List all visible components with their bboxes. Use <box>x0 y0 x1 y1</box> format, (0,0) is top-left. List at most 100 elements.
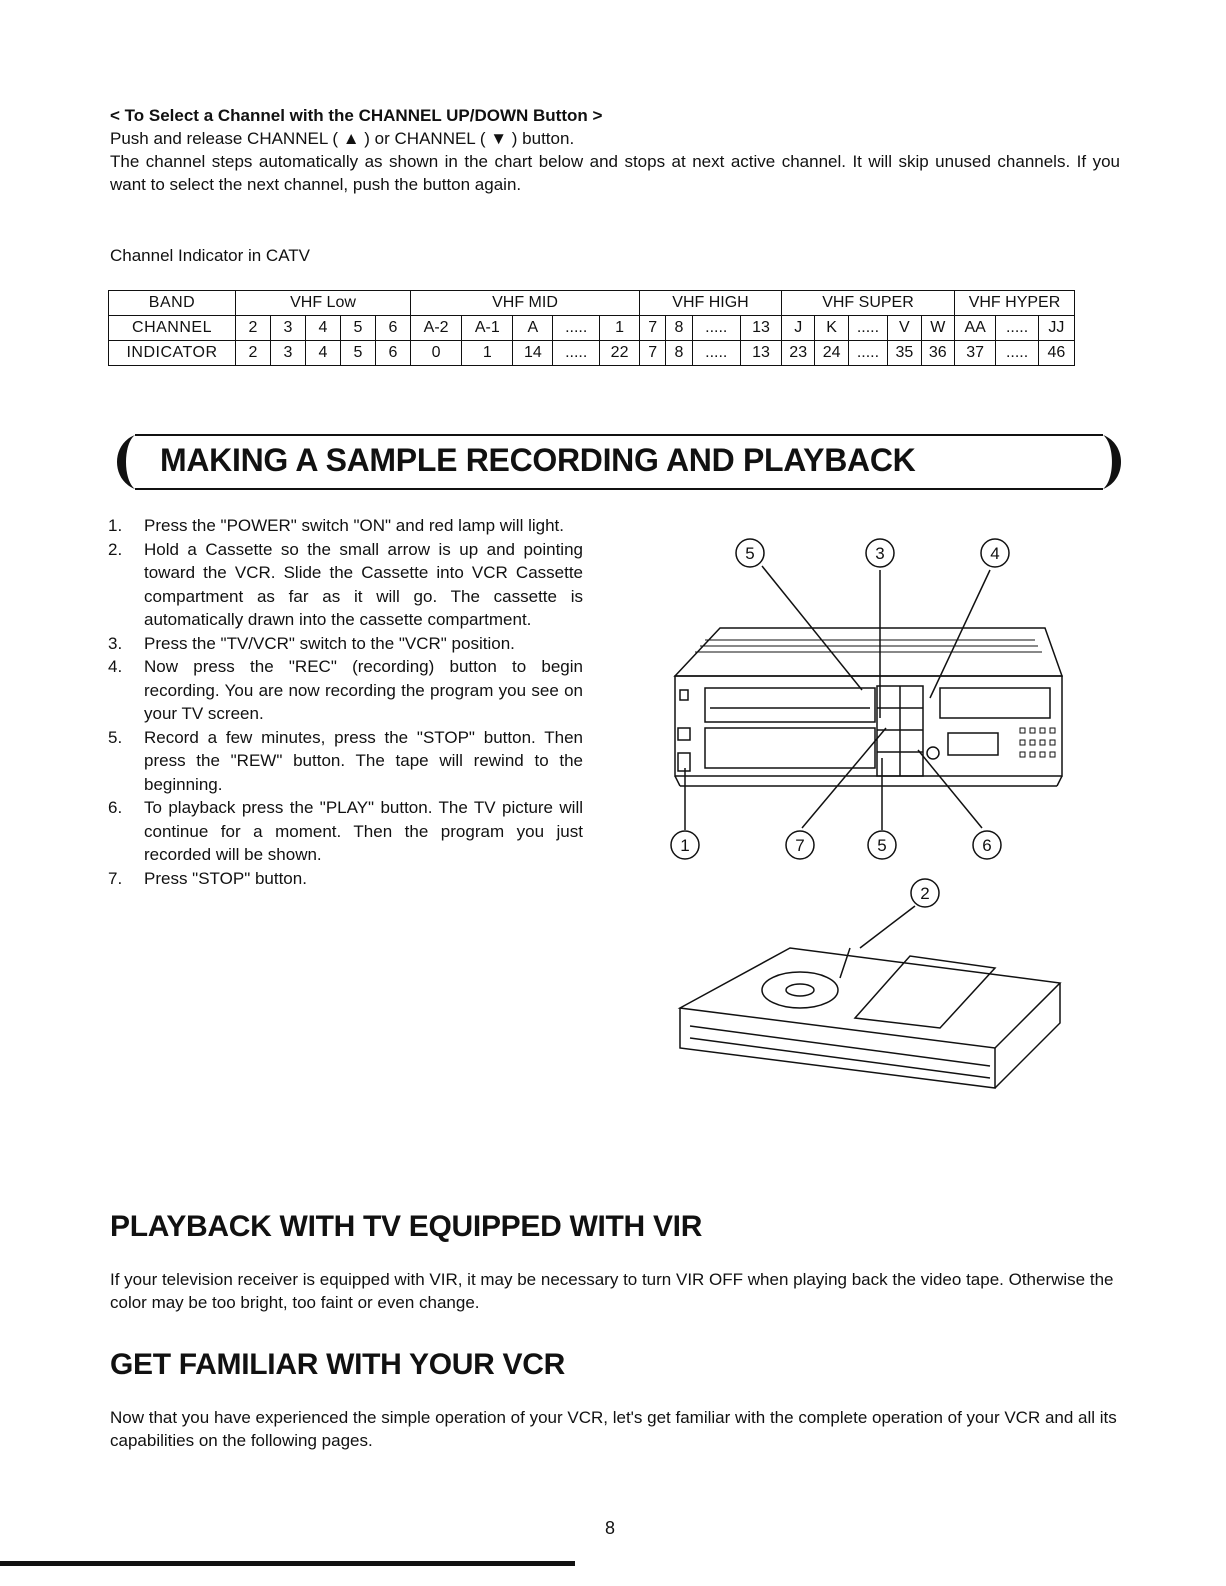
band-row: BAND VHF Low VHF MID VHF HIGH VHF SUPER … <box>108 290 1075 316</box>
table-cell: ..... <box>847 340 889 366</box>
step-text: Press "STOP" button. <box>144 868 307 888</box>
table-cell: 7 <box>638 315 667 341</box>
table-cell: 5 <box>340 340 376 366</box>
step-number: 2. <box>108 539 123 559</box>
table-cell: AA <box>953 315 997 341</box>
callout-number: 3 <box>875 544 884 563</box>
step-text: Hold a Cassette so the small arrow is up… <box>144 539 583 630</box>
table-cell: W <box>920 315 956 341</box>
channel-select-heading: < To Select a Channel with the CHANNEL U… <box>110 106 603 125</box>
step-number: 5. <box>108 727 123 747</box>
channel-select-line-2: The channel steps automatically as shown… <box>110 152 1120 194</box>
catv-channel-table: BAND VHF Low VHF MID VHF HIGH VHF SUPER … <box>108 290 1076 366</box>
vcr-illustration: 5 3 4 1 7 5 6 <box>670 538 1064 1089</box>
table-cell: 46 <box>1037 340 1076 366</box>
table-cell: 8 <box>665 315 693 341</box>
list-item: 7.Press "STOP" button. <box>108 867 583 891</box>
table-cell: 5 <box>340 315 376 341</box>
indicator-row: INDICATOR 2 3 4 5 6 0 1 14 ..... 22 7 8 … <box>108 340 1076 366</box>
callout-4: 4 <box>980 538 1010 568</box>
step-number: 1. <box>108 516 123 535</box>
table-cell: J <box>780 315 816 341</box>
list-item: 3. Press the "TV/VCR" switch to the "VCR"… <box>108 632 583 656</box>
step-text: Press the "POWER" switch "ON" and red la… <box>144 516 564 535</box>
familiar-text: Now that you have experienced the simple… <box>110 1408 1117 1450</box>
table-cell: 7 <box>638 340 667 366</box>
callout-3: 3 <box>865 538 895 568</box>
step-text: Record a few minutes, press the "STOP" b… <box>144 727 583 794</box>
table-cell: 3 <box>270 340 306 366</box>
table-cell: 13 <box>739 340 783 366</box>
table-cell: 1 <box>599 315 640 341</box>
callout-number: 1 <box>680 836 689 855</box>
channel-select-intro: < To Select a Channel with the CHANNEL U… <box>110 104 1120 196</box>
step-number: 4. <box>108 657 123 676</box>
table-cell: 1 <box>461 340 514 366</box>
callout-number: 4 <box>990 544 999 563</box>
section-title-recording: MAKING A SAMPLE RECORDING AND PLAYBACK <box>160 442 916 478</box>
step-number: 6. <box>108 798 123 817</box>
bottom-rule <box>0 1561 575 1566</box>
table-cell: ..... <box>552 340 601 366</box>
table-cell: A <box>512 315 554 341</box>
vir-text: If your television receiver is equipped … <box>110 1270 1114 1312</box>
step-number: 3. <box>108 633 123 653</box>
callout-1: 1 <box>670 830 700 860</box>
table-cell: K <box>814 315 849 341</box>
band-vhf-low: VHF Low <box>235 290 411 316</box>
table-cell: 6 <box>375 315 411 341</box>
table-cell: ..... <box>691 315 741 341</box>
table-cell: 2 <box>235 340 271 366</box>
callout-number: 2 <box>920 884 929 903</box>
table-cell: 22 <box>599 340 640 366</box>
list-item: 1. Press the "POWER" switch "ON" and red … <box>108 514 583 538</box>
table-cell: 4 <box>305 315 341 341</box>
callout-7: 7 <box>785 830 815 860</box>
callout-2: 2 <box>910 878 940 908</box>
table-cell: 35 <box>887 340 922 366</box>
callout-number: 5 <box>745 544 754 563</box>
table-cell: 3 <box>270 315 306 341</box>
band-header: BAND <box>108 290 236 316</box>
table-cell: JJ <box>1037 315 1076 341</box>
channel-row: CHANNEL 2 3 4 5 6 A-2 A-1 A ..... 1 7 8 … <box>108 315 1076 341</box>
step-text: Now press the "REC" (recording) button t… <box>144 657 583 723</box>
indicator-header: INDICATOR <box>108 340 236 366</box>
table-cell: ..... <box>995 315 1039 341</box>
table-cell: ..... <box>995 340 1039 366</box>
table-cell: ..... <box>552 315 601 341</box>
list-item: 2. Hold a Cassette so the small arrow is … <box>108 538 583 632</box>
table-cell: 2 <box>235 315 271 341</box>
table-cell: 37 <box>953 340 997 366</box>
channel-select-line-1: Push and release CHANNEL ( ▲ ) or CHANNE… <box>110 129 575 148</box>
table-cell: A-1 <box>461 315 514 341</box>
section-title-vir: PLAYBACK WITH TV EQUIPPED WITH VIR <box>110 1210 703 1243</box>
step-text: Press the "TV/VCR" switch to the "VCR" p… <box>144 633 515 653</box>
page-number: 8 <box>605 1518 616 1538</box>
band-vhf-mid: VHF MID <box>410 290 640 316</box>
list-item: 6. To playback press the "PLAY" button. T… <box>108 796 583 867</box>
recording-steps: 1. Press the "POWER" switch "ON" and red … <box>108 514 583 890</box>
list-item: 5. Record a few minutes, press the "STOP"… <box>108 726 583 797</box>
table-cell: 14 <box>512 340 554 366</box>
table-cell: 13 <box>739 315 783 341</box>
table-cell: 0 <box>409 340 463 366</box>
vcr-front-panel <box>674 675 1063 777</box>
table-cell: 6 <box>375 340 411 366</box>
callout-number: 7 <box>795 836 804 855</box>
callout-number: 6 <box>982 836 991 855</box>
callout-5-bottom: 5 <box>867 830 897 860</box>
table-cell: 36 <box>920 340 956 366</box>
callout-6: 6 <box>972 830 1002 860</box>
table-cell: ..... <box>691 340 741 366</box>
catv-table-label: Channel Indicator in CATV <box>110 246 311 265</box>
section-title-familiar: GET FAMILIAR WITH YOUR VCR <box>110 1348 565 1381</box>
band-vhf-high: VHF HIGH <box>639 290 782 316</box>
step-text: To playback press the "PLAY" button. The… <box>144 798 583 864</box>
table-cell: 23 <box>780 340 816 366</box>
table-cell: 4 <box>305 340 341 366</box>
band-vhf-hyper: VHF HYPER <box>954 290 1075 316</box>
list-item: 4. Now press the "REC" (recording) button… <box>108 655 583 726</box>
section-banner <box>117 434 1121 490</box>
